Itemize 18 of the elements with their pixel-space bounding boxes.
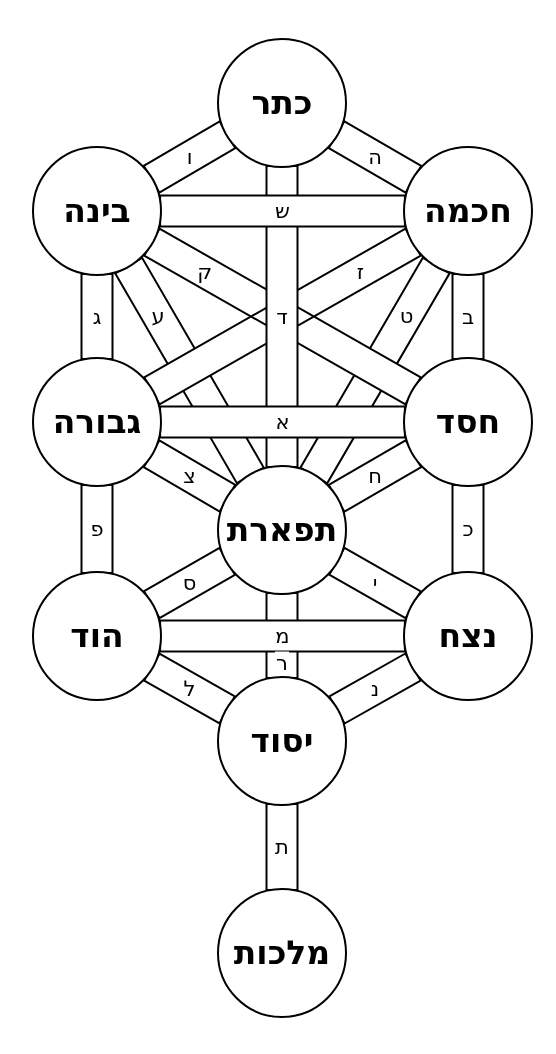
band-connector [265,803,299,891]
node-label: בינה [63,192,131,230]
node-label: תפארת [226,511,338,549]
node-label: הוד [70,617,124,655]
node-label: חכמה [424,192,512,230]
node-label: כתר [251,84,313,122]
node-label: נצח [438,617,498,655]
node-label: יסוד [250,722,314,760]
node-label: גבורה [52,403,142,441]
band-connector [159,405,406,439]
node-label: חסד [435,403,501,441]
band-connector [80,484,114,574]
band-connector [159,619,406,653]
band-connector [451,484,485,574]
band-connector [451,273,485,360]
node-label: מלכות [233,934,331,972]
band-connector [159,194,406,228]
band-connector [80,273,114,360]
